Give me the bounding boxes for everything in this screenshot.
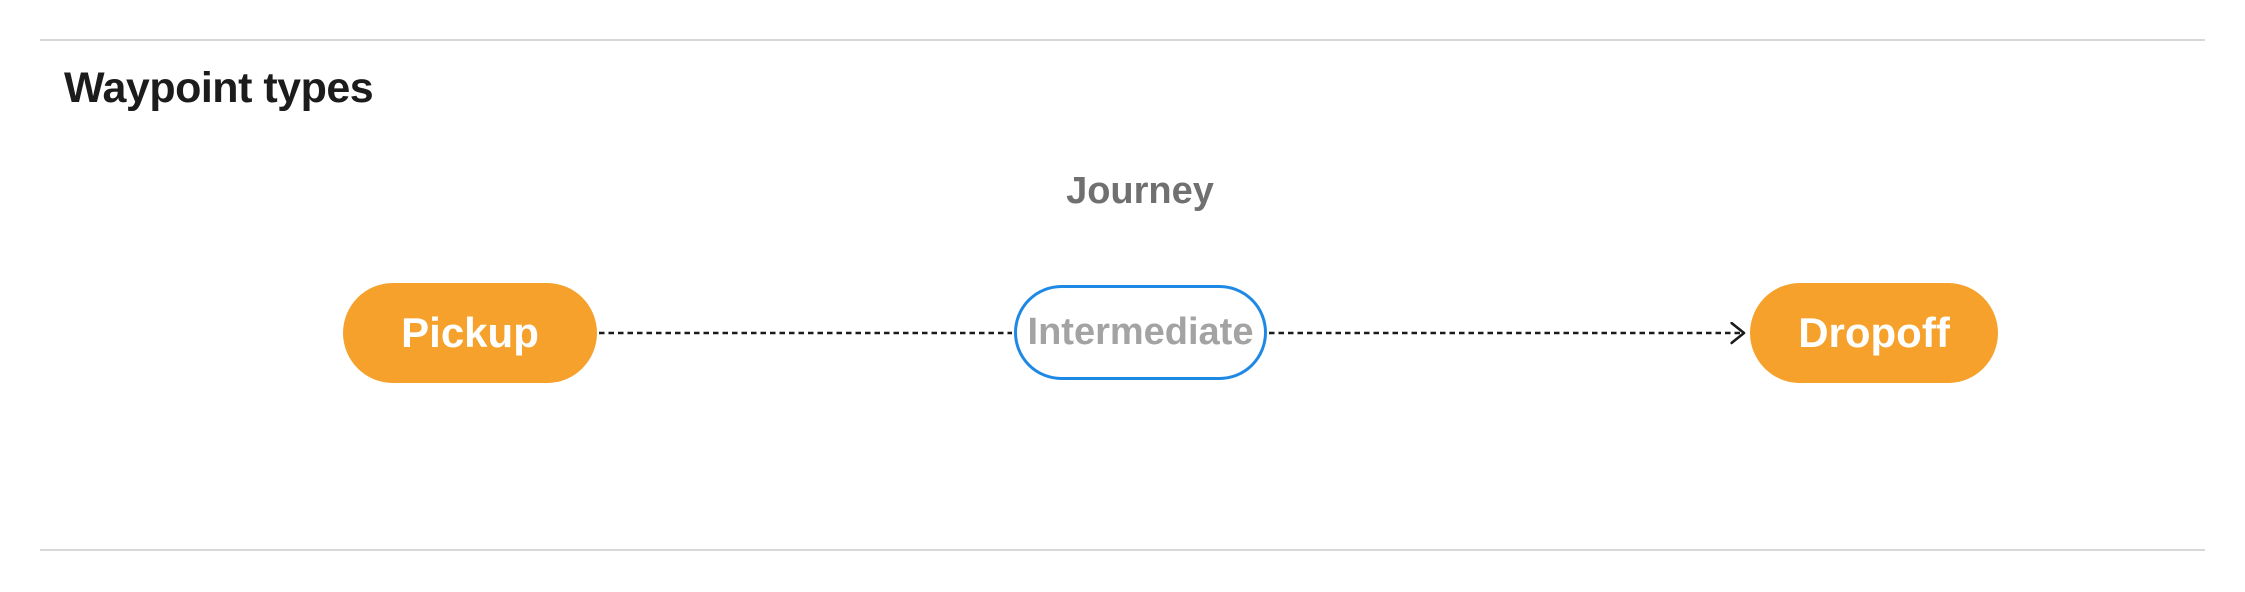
node-dropoff-label: Dropoff — [1798, 309, 1950, 356]
section-heading: Waypoint types — [64, 64, 374, 112]
node-intermediate-label: Intermediate — [1027, 311, 1254, 353]
top-divider — [40, 39, 2205, 41]
node-pickup: Pickup — [343, 283, 597, 383]
node-dropoff: Dropoff — [1750, 283, 1998, 383]
bottom-divider — [40, 549, 2205, 551]
node-pickup-label: Pickup — [401, 309, 539, 356]
node-intermediate: Intermediate — [1014, 285, 1267, 380]
journey-label: Journey — [1066, 170, 1214, 212]
